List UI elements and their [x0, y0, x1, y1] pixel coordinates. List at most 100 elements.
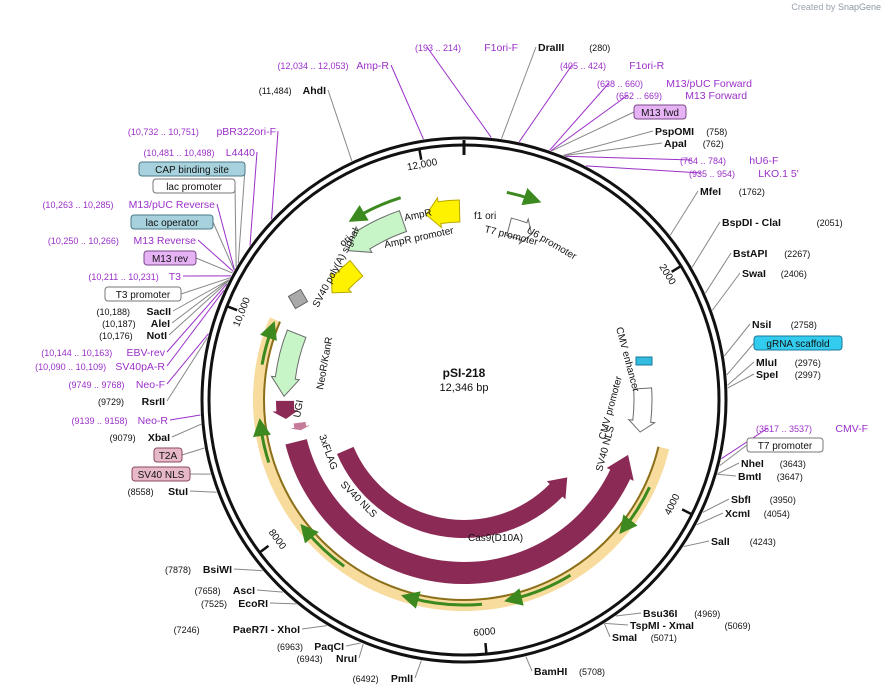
- direction-arrow-2: [504, 573, 572, 606]
- direction-arrow-7: [348, 196, 402, 222]
- leader-line: [197, 239, 234, 272]
- site-label-m13fwd: M13 fwd: [633, 104, 687, 120]
- leader-line: [615, 612, 642, 617]
- site-label-stui: StuI(8558): [128, 486, 188, 498]
- feature-label-cas9: Cas9: [496, 492, 522, 507]
- label-range: (2758): [791, 320, 817, 330]
- leader-line: [172, 279, 230, 312]
- label-range: (2051): [817, 218, 843, 228]
- label-name: Bsu36I: [643, 608, 678, 620]
- site-label-bsiwi: BsiWI(7878): [165, 564, 232, 576]
- site-label-grna: gRNA scaffold: [753, 335, 843, 351]
- label-name: SmaI: [612, 632, 637, 644]
- site-label-m13pucrev: M13/pUC Reverse (10,263 .. 10,285): [42, 199, 215, 211]
- tick-label: 6000: [473, 626, 497, 639]
- label-name: PspOMI: [655, 126, 694, 138]
- label-name: BamHI: [534, 666, 567, 678]
- leader-line: [721, 427, 769, 460]
- leader-line: [726, 342, 755, 376]
- site-label-cap: CAP binding site: [138, 161, 246, 177]
- label-range: (1762): [739, 187, 765, 197]
- site-label-lacp: lac promoter: [152, 178, 236, 194]
- feature-label-ugi: UGI: [292, 399, 306, 418]
- label-range: (10,250 .. 10,266): [48, 236, 119, 246]
- label-range: (10,211 .. 10,231): [88, 272, 158, 282]
- leader-line: [271, 130, 279, 220]
- leader-line: [719, 444, 748, 467]
- site-label-hu6f: (764 .. 784)hU6-F: [680, 155, 778, 167]
- site-label-mlui: MluI(2976): [756, 357, 821, 369]
- site-label-smai: SmaI(5071): [612, 632, 677, 644]
- site-label-sv40nls: SV40 NLS: [131, 466, 191, 482]
- leader-line: [249, 151, 258, 246]
- leader-line: [212, 221, 235, 271]
- label-name: NotI: [147, 330, 167, 342]
- site-label-t3p: T3 promoter: [104, 286, 182, 302]
- leader-line: [189, 490, 217, 493]
- tick-mark: [418, 148, 423, 160]
- label-box: [131, 466, 191, 482]
- site-label-spei: SpeI(2997): [756, 369, 821, 381]
- label-name: hU6-F: [749, 155, 778, 167]
- site-label-bmti: BmtI(3647): [738, 471, 803, 483]
- site-label-noti: NotI(10,176): [99, 330, 167, 342]
- label-name: AhdI: [303, 85, 326, 97]
- label-name: StuI: [168, 486, 188, 498]
- feature-layer: [253, 188, 670, 611]
- leader-line: [704, 252, 732, 294]
- label-range: (3950): [770, 495, 796, 505]
- tick-label: 8000: [266, 527, 288, 552]
- label-name: SbfI: [731, 494, 751, 506]
- label-name: BspDI - ClaI: [722, 217, 781, 229]
- tick-label: 2000: [656, 262, 677, 287]
- site-label-t3: T3(10,211 .. 10,231): [88, 271, 181, 283]
- label-range: (9139 .. 9158): [71, 416, 127, 426]
- site-label-f1ori-f: (193 .. 214)F1ori-F: [415, 42, 518, 54]
- label-name: F1ori-R: [629, 60, 664, 72]
- label-name: M13/pUC Reverse: [129, 199, 216, 211]
- label-text: lac promoter: [166, 182, 222, 193]
- plasmid-length: 12,346 bp: [440, 382, 489, 394]
- label-range: (405 .. 424): [560, 61, 606, 71]
- label-text: SV40 NLS: [138, 470, 185, 481]
- leader-line: [169, 414, 201, 421]
- leader-line: [168, 280, 229, 336]
- label-range: (10,263 .. 10,285): [42, 200, 113, 210]
- label-name: SacII: [146, 306, 171, 318]
- label-name: M13/pUC Forward: [666, 78, 752, 90]
- leader-line: [414, 660, 422, 679]
- label-box: [143, 250, 197, 266]
- site-label-sacii: SacII(10,188): [96, 306, 171, 318]
- leader-line: [551, 111, 635, 152]
- site-label-m13rev: M13 rev: [143, 250, 197, 266]
- leader-line: [256, 589, 283, 593]
- leader-line: [269, 602, 297, 605]
- label-name: Amp-R: [356, 60, 389, 72]
- label-range: (10,732 .. 10,751): [128, 127, 199, 137]
- cmv-arrow: [627, 387, 657, 433]
- label-name: XbaI: [148, 432, 170, 444]
- leader-line: [180, 277, 231, 295]
- leader-line: [171, 279, 230, 324]
- label-range: (6963): [277, 642, 303, 652]
- site-label-sbfi: SbfI (3950): [731, 494, 796, 506]
- leader-line: [717, 462, 740, 475]
- leader-line: [717, 473, 737, 477]
- feature-label-f1ori: f1 ori: [474, 211, 496, 222]
- ugi-arrow: [272, 400, 299, 420]
- label-name: MluI: [756, 357, 777, 369]
- leader-line: [563, 130, 654, 156]
- site-label-m13reverse: M13 Reverse(10,250 .. 10,266): [48, 235, 196, 247]
- label-name: LKO.1 5': [758, 168, 799, 180]
- site-label-cmvf: (3517 .. 3537)CMV-F: [756, 423, 868, 435]
- label-box: [130, 214, 214, 230]
- tick-label: 12,000: [406, 157, 438, 173]
- label-box: [633, 104, 687, 120]
- leader-line: [358, 643, 364, 659]
- site-label-pspomi: PspOMI(758): [655, 126, 727, 138]
- leader-line: [345, 642, 361, 647]
- label-range: (3517 .. 3537): [756, 424, 812, 434]
- label-text: T3 promoter: [116, 290, 171, 301]
